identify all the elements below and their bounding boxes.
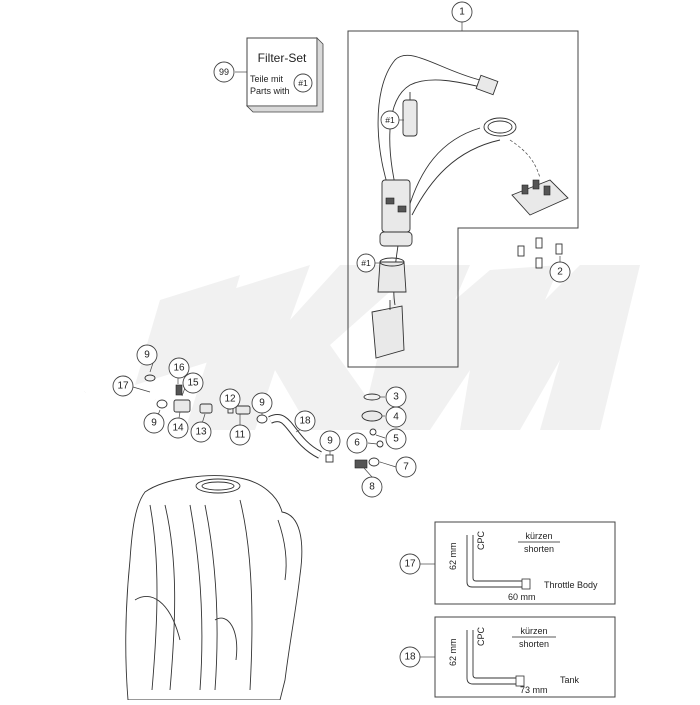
svg-text:6: 6	[354, 438, 360, 449]
hose-17-end-label: Throttle Body	[544, 580, 598, 590]
callout-4: 4	[385, 406, 407, 428]
fuel-tank	[125, 475, 303, 701]
callout-9-d: 9	[319, 430, 341, 452]
callout-2: 2	[549, 261, 571, 283]
callout-3: 3	[385, 386, 407, 408]
callout-1: 1	[451, 1, 473, 23]
filter-set-title: Filter-Set	[258, 51, 307, 65]
callout-16: 16	[168, 357, 190, 379]
svg-text:3: 3	[393, 392, 399, 403]
svg-text:17: 17	[404, 559, 416, 570]
callout-18: 18	[294, 410, 316, 432]
callout-15: 15	[182, 372, 204, 394]
svg-text:16: 16	[173, 363, 185, 374]
svg-text:9: 9	[144, 350, 150, 361]
callout-17: 17	[112, 375, 134, 397]
svg-text:17: 17	[117, 381, 129, 392]
filter-set-badge: #1	[298, 78, 308, 88]
svg-text:8: 8	[369, 482, 375, 493]
hose-17-marking: CPC	[476, 530, 486, 550]
svg-text:9: 9	[259, 398, 265, 409]
callout-17-detail: 17	[399, 553, 421, 575]
hose-17-vertical-length: 62 mm	[448, 542, 458, 570]
callout-9-b: 9	[143, 412, 165, 434]
hose-17-horizontal-length: 60 mm	[508, 592, 536, 602]
callout-12: 12	[219, 388, 241, 410]
callout-5: 5	[385, 428, 407, 450]
hose-18-marking: CPC	[476, 626, 486, 646]
svg-text:7: 7	[403, 462, 409, 473]
filter-marker-lower: #1	[356, 253, 376, 273]
callout-18-detail: 18	[399, 646, 421, 668]
filter-set-line1: Teile mit	[250, 74, 284, 84]
callout-7: 7	[395, 456, 417, 478]
hose-18-detail-box: 62 mm CPC kürzen shorten Tank 73 mm	[434, 616, 616, 698]
filter-set-box: Filter-Set Teile mit Parts with #1	[246, 37, 324, 113]
svg-text:14: 14	[172, 423, 184, 434]
svg-text:9: 9	[151, 418, 157, 429]
hose-18-instruction-en: shorten	[519, 639, 549, 649]
svg-text:1: 1	[459, 7, 465, 18]
svg-text:11: 11	[235, 430, 246, 441]
ktm-watermark-logo	[135, 265, 640, 430]
hose-18-horizontal-length: 73 mm	[520, 685, 548, 695]
hose-17-instruction-de: kürzen	[525, 531, 552, 541]
callout-11: 11	[229, 424, 251, 446]
svg-text:12: 12	[224, 394, 236, 405]
filter-marker-upper: #1	[380, 110, 400, 130]
svg-text:2: 2	[557, 267, 563, 278]
callout-6: 6	[346, 432, 368, 454]
svg-text:#1: #1	[361, 258, 371, 268]
callout-9-c: 9	[251, 392, 273, 414]
svg-text:13: 13	[195, 427, 207, 438]
svg-text:18: 18	[404, 652, 416, 663]
filter-set-line2: Parts with	[250, 86, 290, 96]
svg-text:18: 18	[299, 416, 311, 427]
hose-18-instruction-de: kürzen	[520, 626, 547, 636]
hose-18-end-label: Tank	[560, 675, 580, 685]
hose-18-vertical-length: 62 mm	[448, 638, 458, 666]
callout-8: 8	[361, 476, 383, 498]
svg-text:#1: #1	[385, 115, 395, 125]
fuel-pump-parts	[371, 55, 569, 359]
callout-13: 13	[190, 421, 212, 443]
callout-9-a: 9	[136, 344, 158, 366]
hose-17-detail-box: 62 mm CPC kürzen shorten Throttle Body 6…	[434, 521, 616, 605]
callout-99: 99	[213, 61, 235, 83]
callout-14: 14	[167, 417, 189, 439]
svg-text:5: 5	[393, 434, 399, 445]
svg-text:99: 99	[219, 67, 229, 77]
svg-text:15: 15	[187, 378, 199, 389]
fuel-pump-assembly-frame	[347, 30, 579, 368]
svg-text:9: 9	[327, 436, 333, 447]
hose-17-instruction-en: shorten	[524, 544, 554, 554]
svg-text:4: 4	[393, 412, 399, 423]
